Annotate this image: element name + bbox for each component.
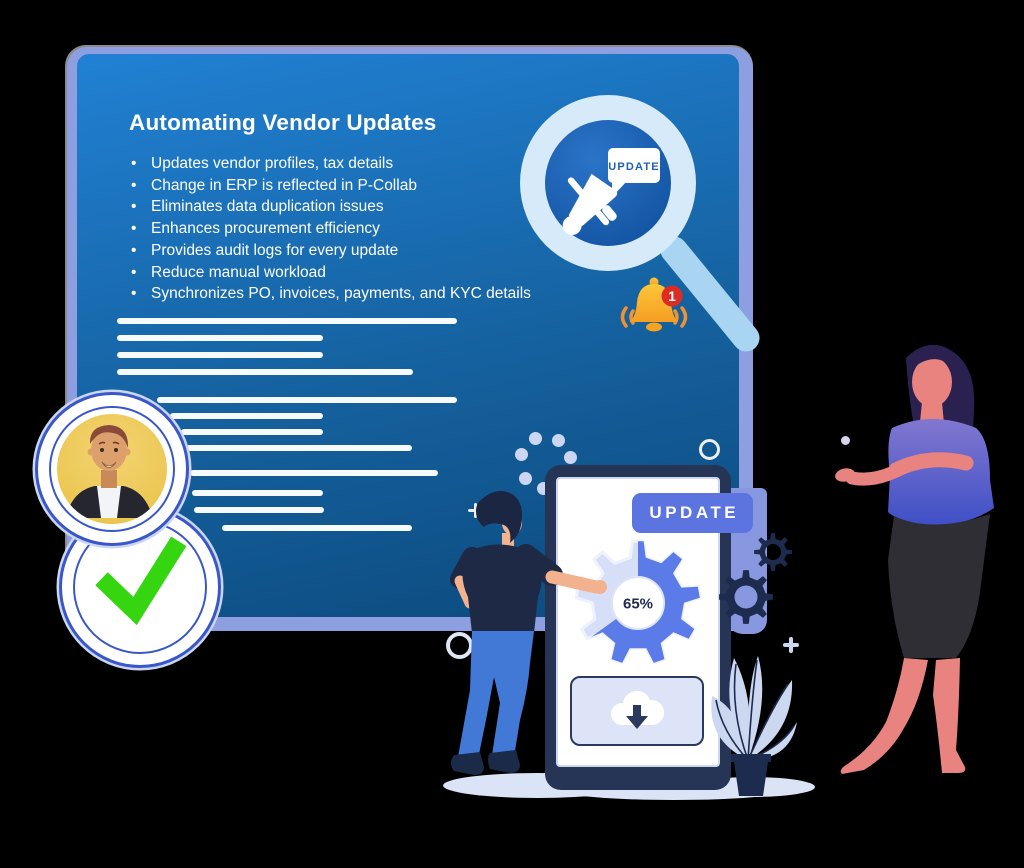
placeholder-line	[117, 335, 323, 341]
placeholder-line	[190, 470, 438, 476]
speech-bubble-label: UPDATE	[608, 161, 660, 173]
notification-bell-icon: 1	[620, 277, 688, 332]
placeholder-line	[117, 369, 413, 375]
placeholder-line	[157, 397, 457, 403]
circle-outline-icon	[446, 632, 473, 659]
megaphone-icon	[562, 173, 618, 235]
circle-outline-icon	[699, 439, 720, 460]
feature-item: Updates vendor profiles, tax details	[129, 153, 531, 175]
loading-dots-icon	[552, 434, 565, 447]
page-title: Automating Vendor Updates	[129, 110, 437, 135]
plus-icon	[783, 637, 799, 653]
user-avatar	[57, 414, 167, 524]
feature-list: Updates vendor profiles, tax details Cha…	[129, 153, 531, 305]
feature-item: Provides audit logs for every update	[129, 240, 531, 262]
gears-icon	[719, 533, 792, 624]
loading-dots-icon	[529, 432, 542, 445]
placeholder-line	[222, 525, 412, 531]
placeholder-line	[192, 490, 323, 496]
progress-center	[611, 576, 665, 630]
placeholder-line	[181, 429, 323, 435]
download-button[interactable]	[570, 676, 704, 746]
gear-progress-icon: 65%	[574, 539, 702, 665]
inner-ring	[49, 406, 175, 532]
loading-dots-icon	[519, 472, 532, 485]
update-button[interactable]: UPDATE	[632, 493, 753, 533]
feature-item: Synchronizes PO, invoices, payments, and…	[129, 283, 531, 305]
feature-item: Eliminates data duplication issues	[129, 196, 531, 218]
placeholder-line	[117, 318, 457, 324]
decorative-dot	[841, 436, 850, 445]
feature-item: Reduce manual workload	[129, 262, 531, 284]
woman-illustration	[835, 344, 994, 774]
notification-badge	[661, 285, 683, 307]
loading-dots-icon	[515, 448, 528, 461]
user-avatar-circle	[35, 392, 189, 546]
badge-count: 1	[668, 288, 676, 304]
speech-bubble-icon: UPDATE	[608, 148, 660, 197]
feature-item: Enhances procurement efficiency	[129, 218, 531, 240]
checkmark-icon	[95, 536, 187, 626]
placeholder-line	[186, 445, 412, 451]
progress-value: 65%	[623, 596, 653, 613]
avatar-illustration	[65, 425, 153, 518]
magnifying-glass-icon: UPDATE	[520, 95, 760, 352]
potted-plant	[711, 656, 797, 796]
placeholder-line	[117, 352, 323, 358]
man-illustration	[450, 491, 607, 775]
magnifier-handle	[660, 236, 760, 352]
placeholder-line	[170, 413, 323, 419]
plus-icon	[468, 503, 483, 518]
cloud-download-icon	[610, 690, 665, 729]
placeholder-line	[194, 507, 324, 513]
loading-dots-icon	[564, 451, 577, 464]
feature-item: Change in ERP is reflected in P-Collab	[129, 175, 531, 197]
